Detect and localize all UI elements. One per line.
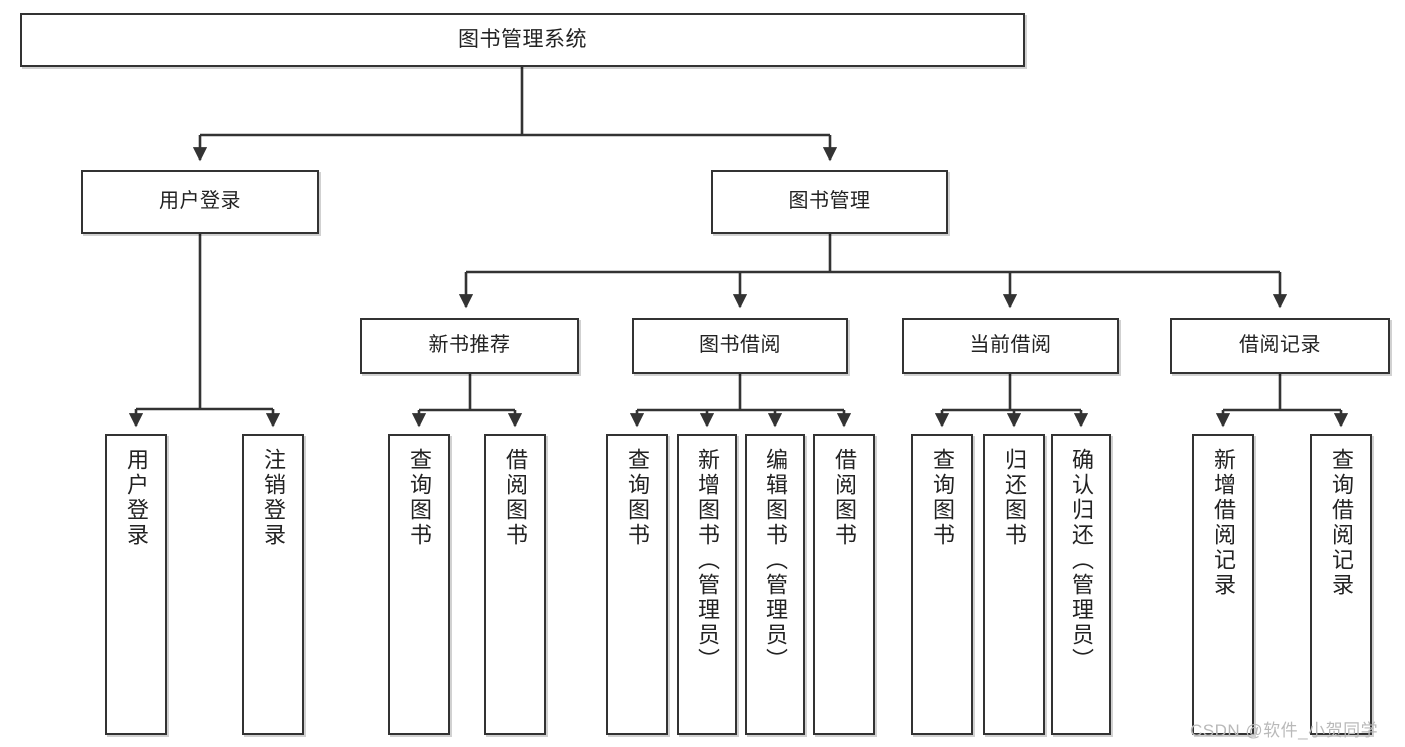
- node-leaf-borrow-books-recommend[interactable]: 借阅图书: [484, 434, 546, 735]
- node-label: 当前借阅: [969, 334, 1052, 357]
- node-label: 图书管理: [788, 190, 871, 213]
- node-label: 新增借阅记录: [1211, 448, 1236, 598]
- node-label: 用户登录: [124, 448, 149, 548]
- node-new-book-recommendation[interactable]: 新书推荐: [360, 318, 579, 374]
- node-label: 新增图书（管理员）: [695, 448, 720, 673]
- node-book-borrowing[interactable]: 图书借阅: [632, 318, 848, 374]
- edges-newbooks-to-leaves: [411, 374, 523, 428]
- edges-borrow-to-leaves: [629, 374, 852, 428]
- node-label: 查询图书: [930, 448, 955, 548]
- edges-root-to-level2: [192, 67, 838, 162]
- node-leaf-borrow-books[interactable]: 借阅图书: [813, 434, 875, 735]
- node-label: 查询图书: [625, 448, 650, 548]
- node-root-system[interactable]: 图书管理系统: [20, 13, 1025, 67]
- node-leaf-logout[interactable]: 注销登录: [242, 434, 304, 735]
- node-leaf-query-borrow-record[interactable]: 查询借阅记录: [1310, 434, 1372, 735]
- node-label: 借阅图书: [832, 448, 857, 548]
- node-label: 查询借阅记录: [1329, 448, 1354, 598]
- node-leaf-user-login[interactable]: 用户登录: [105, 434, 167, 735]
- node-borrow-records[interactable]: 借阅记录: [1170, 318, 1390, 374]
- edges-login-to-leaves: [128, 234, 281, 428]
- node-label: 查询图书: [407, 448, 432, 548]
- node-leaf-edit-book-admin[interactable]: 编辑图书（管理员）: [745, 434, 805, 735]
- node-label: 用户登录: [159, 190, 241, 213]
- node-user-login[interactable]: 用户登录: [81, 170, 319, 234]
- node-label: 借阅记录: [1239, 334, 1321, 357]
- node-leaf-confirm-return-admin[interactable]: 确认归还（管理员）: [1051, 434, 1111, 735]
- node-label: 确认归还（管理员）: [1069, 448, 1094, 673]
- node-leaf-query-books-recommend[interactable]: 查询图书: [388, 434, 450, 735]
- node-leaf-add-borrow-record[interactable]: 新增借阅记录: [1192, 434, 1254, 735]
- node-label: 图书借阅: [699, 334, 781, 357]
- edges-current-to-leaves: [934, 374, 1089, 428]
- edges-records-to-leaves: [1215, 374, 1349, 428]
- node-label: 编辑图书（管理员）: [763, 448, 788, 673]
- node-label: 图书管理系统: [458, 27, 587, 51]
- node-label: 借阅图书: [503, 448, 528, 548]
- node-leaf-query-books-borrow[interactable]: 查询图书: [606, 434, 668, 735]
- node-label: 注销登录: [261, 448, 286, 548]
- node-label: 新书推荐: [428, 334, 511, 357]
- node-leaf-query-books-current[interactable]: 查询图书: [911, 434, 973, 735]
- node-book-management[interactable]: 图书管理: [711, 170, 948, 234]
- edges-books-to-level3: [458, 234, 1288, 309]
- node-current-borrowing[interactable]: 当前借阅: [902, 318, 1119, 374]
- node-label: 归还图书: [1002, 448, 1027, 548]
- node-leaf-add-book-admin[interactable]: 新增图书（管理员）: [677, 434, 737, 735]
- node-leaf-return-books[interactable]: 归还图书: [983, 434, 1045, 735]
